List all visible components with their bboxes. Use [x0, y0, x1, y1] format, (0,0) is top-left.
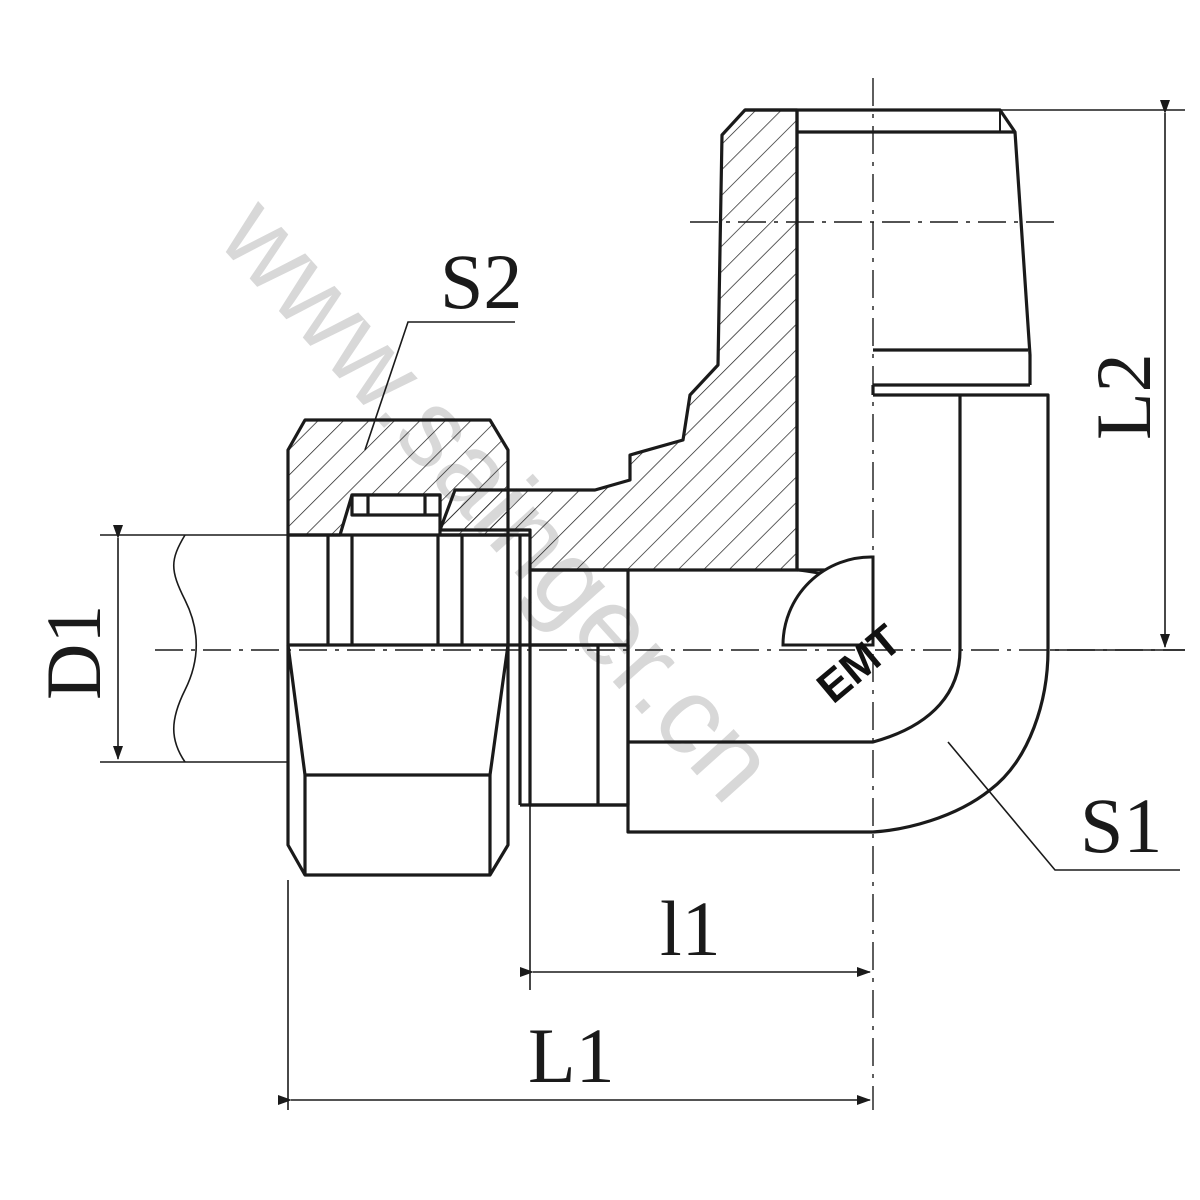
elbow-outer — [626, 393, 1050, 834]
dimension-lines — [100, 100, 1185, 1110]
emt-logo: EMT — [781, 555, 911, 713]
leader-s2 — [364, 321, 515, 451]
elbow-inner — [628, 395, 962, 744]
label-d1: D1 — [30, 605, 117, 700]
swivel-nut — [286, 418, 510, 537]
label-s1: S1 — [1080, 782, 1162, 869]
body-section-hatched — [438, 108, 799, 572]
label-l1-small: l1 — [660, 885, 721, 972]
label-l2: L2 — [1080, 353, 1167, 440]
leader-s1 — [947, 741, 1180, 871]
label-s2: S2 — [440, 238, 522, 325]
fitting-body — [286, 108, 1050, 877]
label-l1: L1 — [528, 1012, 615, 1099]
